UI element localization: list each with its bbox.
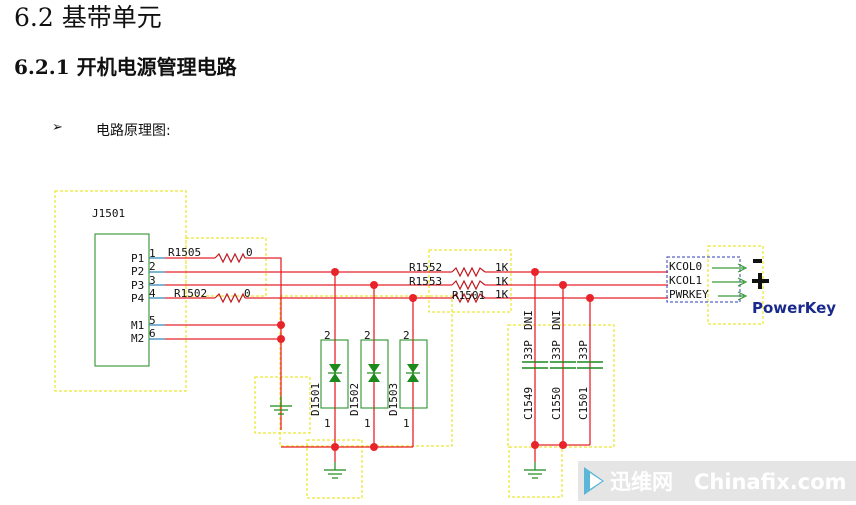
diode-ref: D1502	[348, 383, 361, 416]
diode-d1503: 2 1 D1503	[387, 329, 428, 430]
pin-label-p1: P1	[131, 252, 144, 265]
diode-pin: 2	[403, 329, 410, 342]
watermark-logo-icon	[584, 467, 604, 495]
pin-number-2: 2	[149, 260, 156, 273]
capacitor-value: 33P	[522, 340, 535, 360]
diode-ref: D1503	[387, 383, 400, 416]
diode-d1502: 2 1 D1502	[348, 329, 389, 430]
capacitor-c1501: 33P C1501	[577, 340, 603, 420]
pin-label-p2: P2	[131, 265, 144, 278]
resistor-ref: R1553	[409, 275, 442, 288]
pin-number-1: 1	[149, 247, 156, 260]
pin-number-3: 3	[149, 274, 156, 287]
pin-number-4: 4	[149, 287, 156, 300]
resistor-value: 1K	[495, 261, 509, 274]
capacitor-dni: DNI	[550, 310, 563, 330]
watermark: 迅维网 Chinafix.com	[578, 461, 856, 501]
resistor-r1505: R1505 0	[168, 246, 253, 264]
resistor-value: 0	[246, 246, 253, 259]
output-ports: KCOL0 KCOL1 PWRKEY PowerKey	[666, 256, 836, 317]
pin-label-m1: M1	[131, 319, 144, 332]
ground-icon	[324, 462, 346, 479]
capacitor-value: 33P	[550, 340, 563, 360]
pin-label-p4: P4	[131, 292, 145, 305]
resistor-r1501: R1501 1K	[451, 288, 509, 304]
bullet-text: 电路原理图:	[96, 123, 171, 139]
ground-icon	[524, 462, 546, 479]
watermark-cn: 迅维网	[610, 470, 673, 494]
diode-pin: 1	[403, 417, 410, 430]
diode-ref: D1501	[309, 383, 322, 416]
pin-number-6: 6	[149, 327, 156, 340]
resistor-value: 0	[244, 287, 251, 300]
pin-label-m2: M2	[131, 332, 144, 345]
bullet-arrow-icon: ➢	[52, 120, 63, 135]
capacitor-value: 33P	[577, 340, 590, 360]
watermark-en: Chinafix.com	[694, 470, 847, 494]
junction-dots	[277, 268, 594, 451]
port-arrow-icons	[712, 263, 748, 301]
resistor-ref: R1502	[174, 287, 207, 300]
resistor-r1553: R1553 1K	[409, 275, 509, 291]
capacitor-c1549: DNI 33P C1549	[522, 310, 548, 420]
capacitor-dni: DNI	[522, 310, 535, 330]
power-key-icon	[752, 259, 769, 289]
capacitor-ref: C1550	[550, 387, 563, 420]
resistor-value: 1K	[495, 288, 509, 301]
diode-pin: 1	[364, 417, 371, 430]
ground-icon	[270, 396, 292, 415]
power-key-label: PowerKey	[752, 299, 836, 317]
capacitor-c1550: DNI 33P C1550	[550, 310, 576, 420]
pin-number-5: 5	[149, 314, 156, 327]
capacitor-ref: C1549	[522, 387, 535, 420]
port-kcol0: KCOL0	[669, 260, 702, 273]
component-outlines	[54, 190, 764, 499]
subsection-heading: 6.2.1 开机电源管理电路	[14, 55, 237, 79]
port-kcol1: KCOL1	[669, 274, 702, 287]
connector-j1501: J1501 P1 P2 P3 P4 M1 M2 1 2 3 4 5 6	[92, 207, 156, 367]
capacitor-ref: C1501	[577, 387, 590, 420]
resistor-ref: R1505	[168, 246, 201, 259]
diode-pin: 1	[324, 417, 331, 430]
resistor-ref: R1501	[452, 289, 485, 302]
resistor-value: 1K	[495, 275, 509, 288]
resistor-r1552: R1552 1K	[409, 261, 509, 278]
ground-symbols	[270, 396, 546, 479]
diode-pin: 2	[324, 329, 331, 342]
circuit-wires	[149, 257, 668, 462]
pin-label-p3: P3	[131, 279, 144, 292]
connector-ref: J1501	[92, 207, 125, 220]
section-heading: 6.2 基带单元	[14, 3, 162, 32]
resistor-ref: R1552	[409, 261, 442, 274]
resistor-r1502: R1502 0	[174, 287, 251, 304]
diode-d1501: 2 1 D1501	[309, 329, 349, 430]
port-pwrkey: PWRKEY	[669, 288, 709, 301]
diode-pin: 2	[364, 329, 371, 342]
